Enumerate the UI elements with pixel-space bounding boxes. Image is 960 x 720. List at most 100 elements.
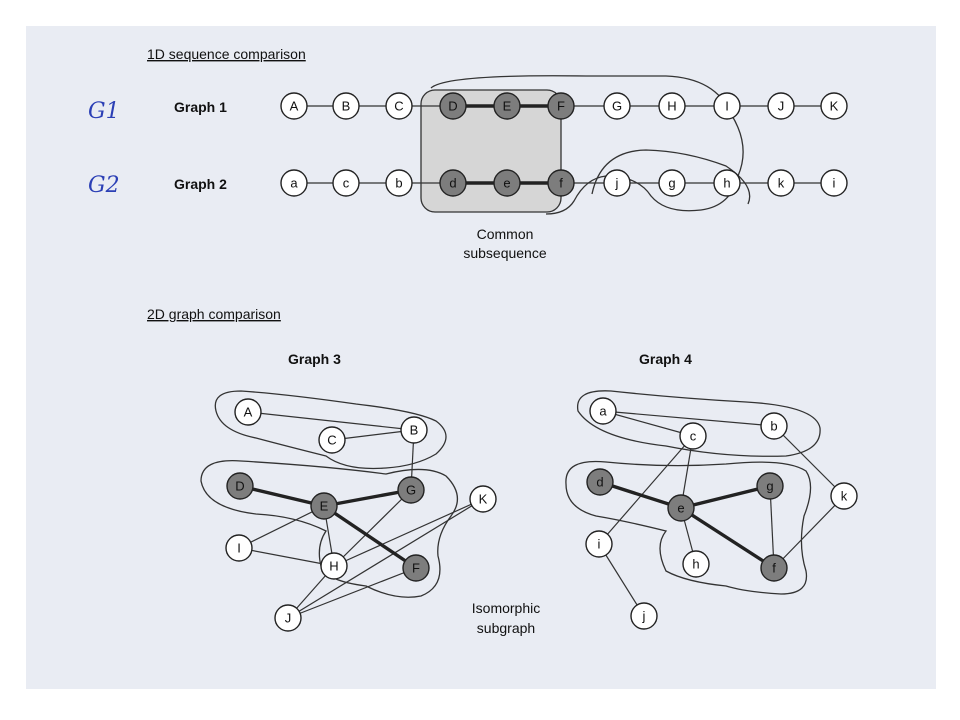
graph4-bold-edge-e-g [680,484,771,510]
section-1d-title: 1D sequence comparison [147,46,306,62]
graph3-edge-H-G [333,489,412,567]
graph3-node-E-circle [310,492,338,520]
graph4-node-f: f [760,554,788,582]
graph1-node-K-label: K [830,99,839,114]
graph4-title: Graph 4 [639,351,692,367]
graph4-node-i-label: i [598,537,601,552]
graph1-node-G: G [603,92,631,120]
graph3-title: Graph 3 [288,351,341,367]
graph3-edge-E-I [238,505,325,549]
graph4-bold-edge-e-f [680,506,775,570]
graph1-node-B-circle [332,92,360,120]
graph2-node-f-circle [547,169,575,197]
graph2-node-j-circle [603,169,631,197]
graph1-node-I: I [713,92,741,120]
section-2d-title: 2D graph comparison [147,306,281,322]
graph4-node-f-label: f [772,561,776,576]
graph2-node-e-label: e [503,176,510,191]
graph3-node-A-circle [234,398,262,426]
graph2-node-i: i [820,169,848,197]
graph4-edge-a-c [602,410,694,437]
graph4-edge-k-f [773,495,845,569]
graph1-node-C: C [385,92,413,120]
graph2-node-i-circle [820,169,848,197]
graph3-node-B: B [400,416,428,444]
graph1-node-C-label: C [394,99,403,114]
graph1-node-A: A [280,92,308,120]
graph3-node-J-label: J [285,611,292,626]
graph2-node-h: h [713,169,741,197]
graph3-node-D-label: D [235,479,244,494]
graph3-node-J-circle [274,604,302,632]
graph2-node-c-circle [332,169,360,197]
graph2-node-k-label: k [778,176,785,191]
graph4-node-b: b [760,412,788,440]
graph3-node-K: K [469,485,497,513]
graph3-bold-edge-D-E [239,484,325,508]
graph1-node-J: J [767,92,795,120]
graph1-node-D-circle [439,92,467,120]
graph3-hull-top [214,390,447,470]
graph3-node-A-label: A [244,405,253,420]
graph1-label: Graph 1 [174,99,227,115]
graph3-edge-H-K [333,498,484,567]
graph3-node-J: J [274,604,302,632]
graph1-node-I-circle [713,92,741,120]
graph4-node-d: d [586,468,614,496]
common-label-line2: subsequence [463,245,547,261]
graph3-node-F-circle [402,554,430,582]
graph2-node-b: b [385,169,413,197]
graph4-node-c-circle [679,422,707,450]
graph4-node-k-label: k [841,489,848,504]
graph4-edges [598,410,845,617]
diagram-scan: 1D sequence comparison G1 G2 Graph 1 Gra… [26,26,936,689]
graph3-edge-A-B [247,411,415,431]
graph4-node-c: c [679,422,707,450]
graph2-node-b-label: b [395,176,402,191]
graph4-node-b-label: b [770,419,777,434]
graph4-bold-edge-d-e [599,480,682,510]
graph3-node-G: G [397,476,425,504]
graph4-node-f-circle [760,554,788,582]
graph3-node-I-label: I [237,541,241,556]
common-hull-lower [591,149,751,205]
graph3-node-H: H [320,552,348,580]
isomorphic-label-line2: subgraph [477,620,535,636]
graph4-node-b-circle [760,412,788,440]
graph4-node-j-circle [630,602,658,630]
graph3-node-C-label: C [327,433,336,448]
graph1-node-D: D [439,92,467,120]
handwritten-g2: G2 [88,173,120,198]
graph3-node-I-circle [225,534,253,562]
graph4-node-a: a [589,397,617,425]
graph3-node-D: D [226,472,254,500]
graph2-node-c-label: c [343,176,350,191]
graph3-node-B-label: B [410,423,419,438]
graph2-node-i-label: i [833,176,836,191]
graph3-node-G-label: G [406,483,416,498]
graph3-node-H-label: H [329,559,338,574]
graph4-node-c-label: c [690,429,697,444]
graph3-edge-J-F [287,567,417,619]
graph2-node-k-circle [767,169,795,197]
graph4-node-d-circle [586,468,614,496]
graph2-node-f-label: f [559,176,563,191]
graph2-node-e: e [493,169,521,197]
common-hull-upper [430,75,744,215]
graph3-node-C-circle [318,426,346,454]
graph4-node-h: h [682,550,710,578]
graph1-node-D-label: D [448,99,457,114]
graph3-node-E: E [310,492,338,520]
graph1-node-H-label: H [667,99,676,114]
graph2-node-d-circle [439,169,467,197]
graph3-edges [238,411,484,619]
graph4-hull-bottom [565,460,812,595]
graph4-node-k-circle [830,482,858,510]
graph4-node-a-circle [589,397,617,425]
graph1-node-K: K [820,92,848,120]
graph3-edge-J-K [287,498,484,619]
graph1-node-H-circle [658,92,686,120]
